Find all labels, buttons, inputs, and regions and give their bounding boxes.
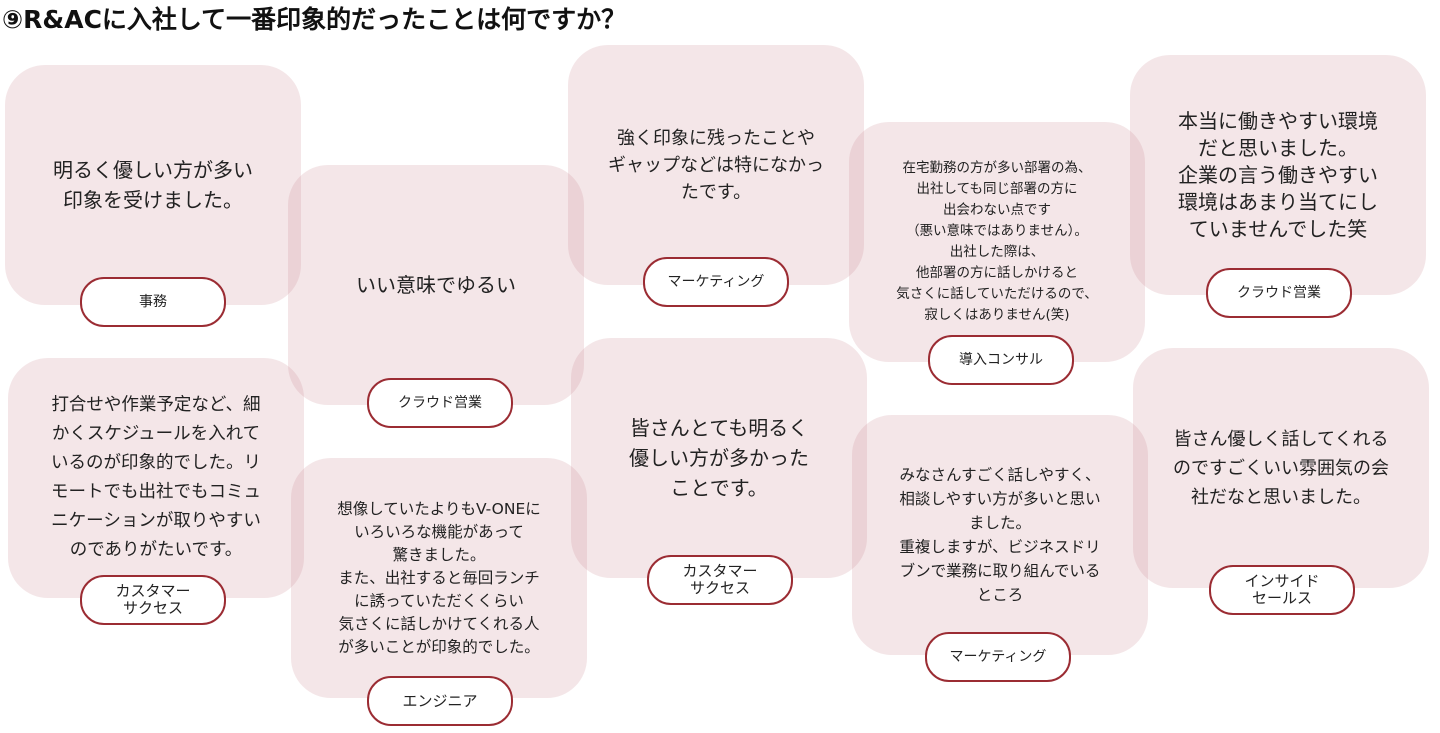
department-label: クラウド営業 <box>1206 268 1352 318</box>
answer-card: 打合せや作業予定など、細 かくスケジュールを入れて いるのが印象的でした。リ モ… <box>8 358 304 598</box>
answer-text: 打合せや作業予定など、細 かくスケジュールを入れて いるのが印象的でした。リ モ… <box>51 395 261 560</box>
answer-text: 明るく優しい方が多い 印象を受けました。 <box>53 158 253 212</box>
department-label: カスタマー サクセス <box>647 555 793 605</box>
answer-card: みなさんすごく話しやすく、 相談しやすい方が多いと思い ました。 重複しますが、… <box>852 415 1148 655</box>
department-label: マーケティング <box>925 632 1071 682</box>
answer-card: 想像していたよりもV-ONEに いろいろな機能があって 驚きました。 また、出社… <box>291 458 587 698</box>
answer-text: いい意味でゆるい <box>356 273 516 297</box>
department-label: 導入コンサル <box>928 335 1074 385</box>
answer-text: 皆さん優しく話してくれる のですごくいい雰囲気の会 社だなと思いました。 <box>1173 428 1389 508</box>
department-label: カスタマー サクセス <box>80 575 226 625</box>
answer-card: 在宅勤務の方が多い部署の為、 出社しても同じ部署の方に 出会わない点です （悪い… <box>849 122 1145 362</box>
answer-card: 皆さんとても明るく 優しい方が多かった ことです。 <box>571 338 867 578</box>
answer-text: 本当に働きやすい環境 だと思いました。 企業の言う働きやすい 環境はあまり当てに… <box>1178 108 1378 241</box>
answer-card: 強く印象に残ったことや ギャップなどは特になかっ たです。 <box>568 45 864 285</box>
department-label: エンジニア <box>367 676 513 726</box>
answer-card: 本当に働きやすい環境 だと思いました。 企業の言う働きやすい 環境はあまり当てに… <box>1130 55 1426 295</box>
answer-card: いい意味でゆるい <box>288 165 584 405</box>
answer-text: 強く印象に残ったことや ギャップなどは特になかっ たです。 <box>608 127 824 203</box>
department-label: 事務 <box>80 277 226 327</box>
answer-card: 明るく優しい方が多い 印象を受けました。 <box>5 65 301 305</box>
department-label: クラウド営業 <box>367 378 513 428</box>
department-label: インサイド セールス <box>1209 565 1355 615</box>
answer-text: みなさんすごく話しやすく、 相談しやすい方が多いと思い ました。 重複しますが、… <box>899 466 1101 604</box>
department-label: マーケティング <box>643 257 789 307</box>
answer-text: 皆さんとても明るく 優しい方が多かった ことです。 <box>629 416 809 500</box>
page-title: ⑨R&ACに入社して一番印象的だったことは何ですか？ <box>2 5 627 34</box>
answer-text: 在宅勤務の方が多い部署の為、 出社しても同じ部署の方に 出会わない点です （悪い… <box>896 160 1098 323</box>
answer-card: 皆さん優しく話してくれる のですごくいい雰囲気の会 社だなと思いました。 <box>1133 348 1429 588</box>
answer-text: 想像していたよりもV-ONEに いろいろな機能があって 驚きました。 また、出社… <box>337 499 541 656</box>
